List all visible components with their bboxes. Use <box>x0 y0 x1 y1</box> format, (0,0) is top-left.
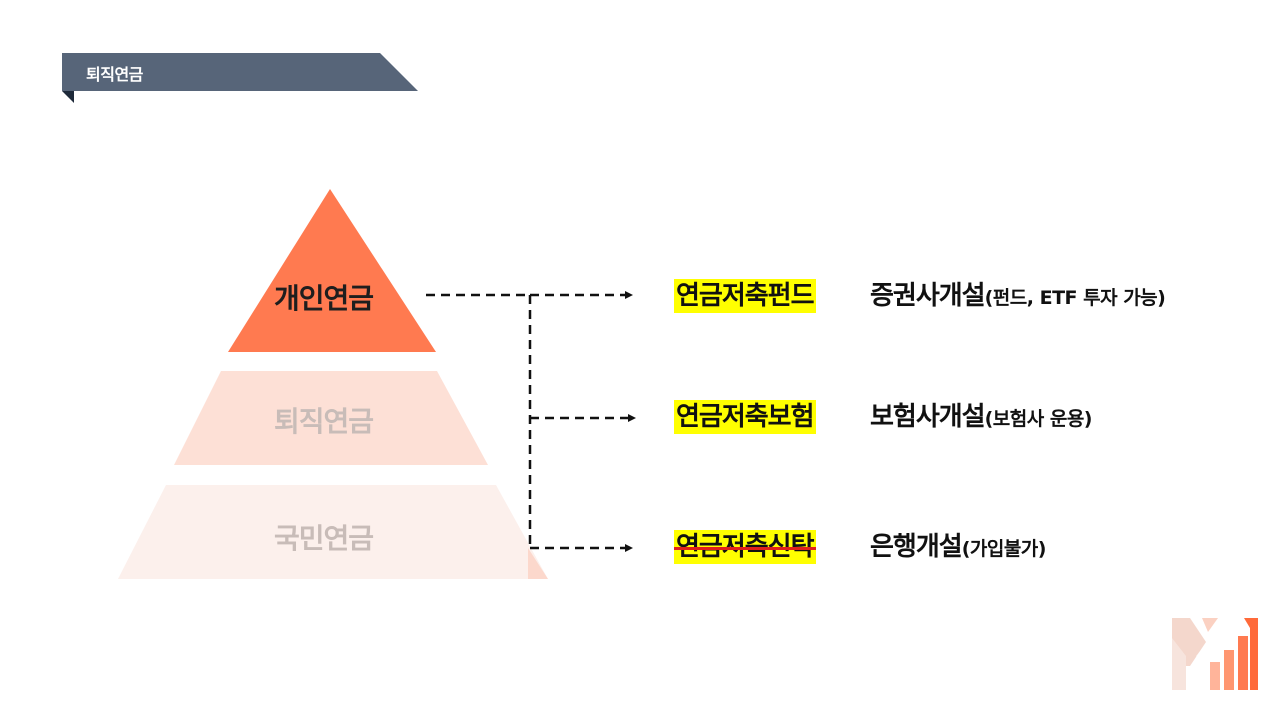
section-header-shape <box>62 53 418 103</box>
pyramid-tier-retirement-label: 퇴직연금 <box>274 405 374 438</box>
section-header-tab: 퇴직연금 <box>62 53 418 103</box>
product-name-insurance: 연금저축보험 <box>674 400 816 434</box>
product-channel-fund-note: (펀드, ETF 투자 가능) <box>984 287 1166 309</box>
strikethrough-line <box>674 547 816 550</box>
product-channel-insurance: 보험사개설(보험사 운용) <box>870 400 1093 434</box>
product-channel-trust: 은행개설(가입불가) <box>870 530 1046 564</box>
product-channel-trust-main: 은행개설 <box>870 532 963 562</box>
product-row-fund: 연금저축펀드 증권사개설(펀드, ETF 투자 가능) <box>674 279 1234 319</box>
product-name-trust: 연금저축신탁 <box>674 530 816 564</box>
pyramid-tier-personal-label: 개인연금 <box>274 282 374 315</box>
product-channel-insurance-note: (보험사 운용) <box>984 408 1093 430</box>
section-header-label: 퇴직연금 <box>86 65 143 84</box>
product-row-insurance: 연금저축보험 보험사개설(보험사 운용) <box>674 400 1234 440</box>
product-name-fund: 연금저축펀드 <box>674 279 816 313</box>
product-channel-fund-main: 증권사개설 <box>870 281 986 311</box>
pyramid-tier-national-label: 국민연금 <box>274 522 374 555</box>
product-channel-trust-note: (가입불가) <box>961 538 1047 560</box>
product-row-trust: 연금저축신탁 은행개설(가입불가) <box>674 530 1234 570</box>
product-channel-insurance-main: 보험사개설 <box>870 402 986 432</box>
m-bars-logo-icon <box>1172 618 1258 690</box>
product-channel-fund: 증권사개설(펀드, ETF 투자 가능) <box>870 279 1166 313</box>
